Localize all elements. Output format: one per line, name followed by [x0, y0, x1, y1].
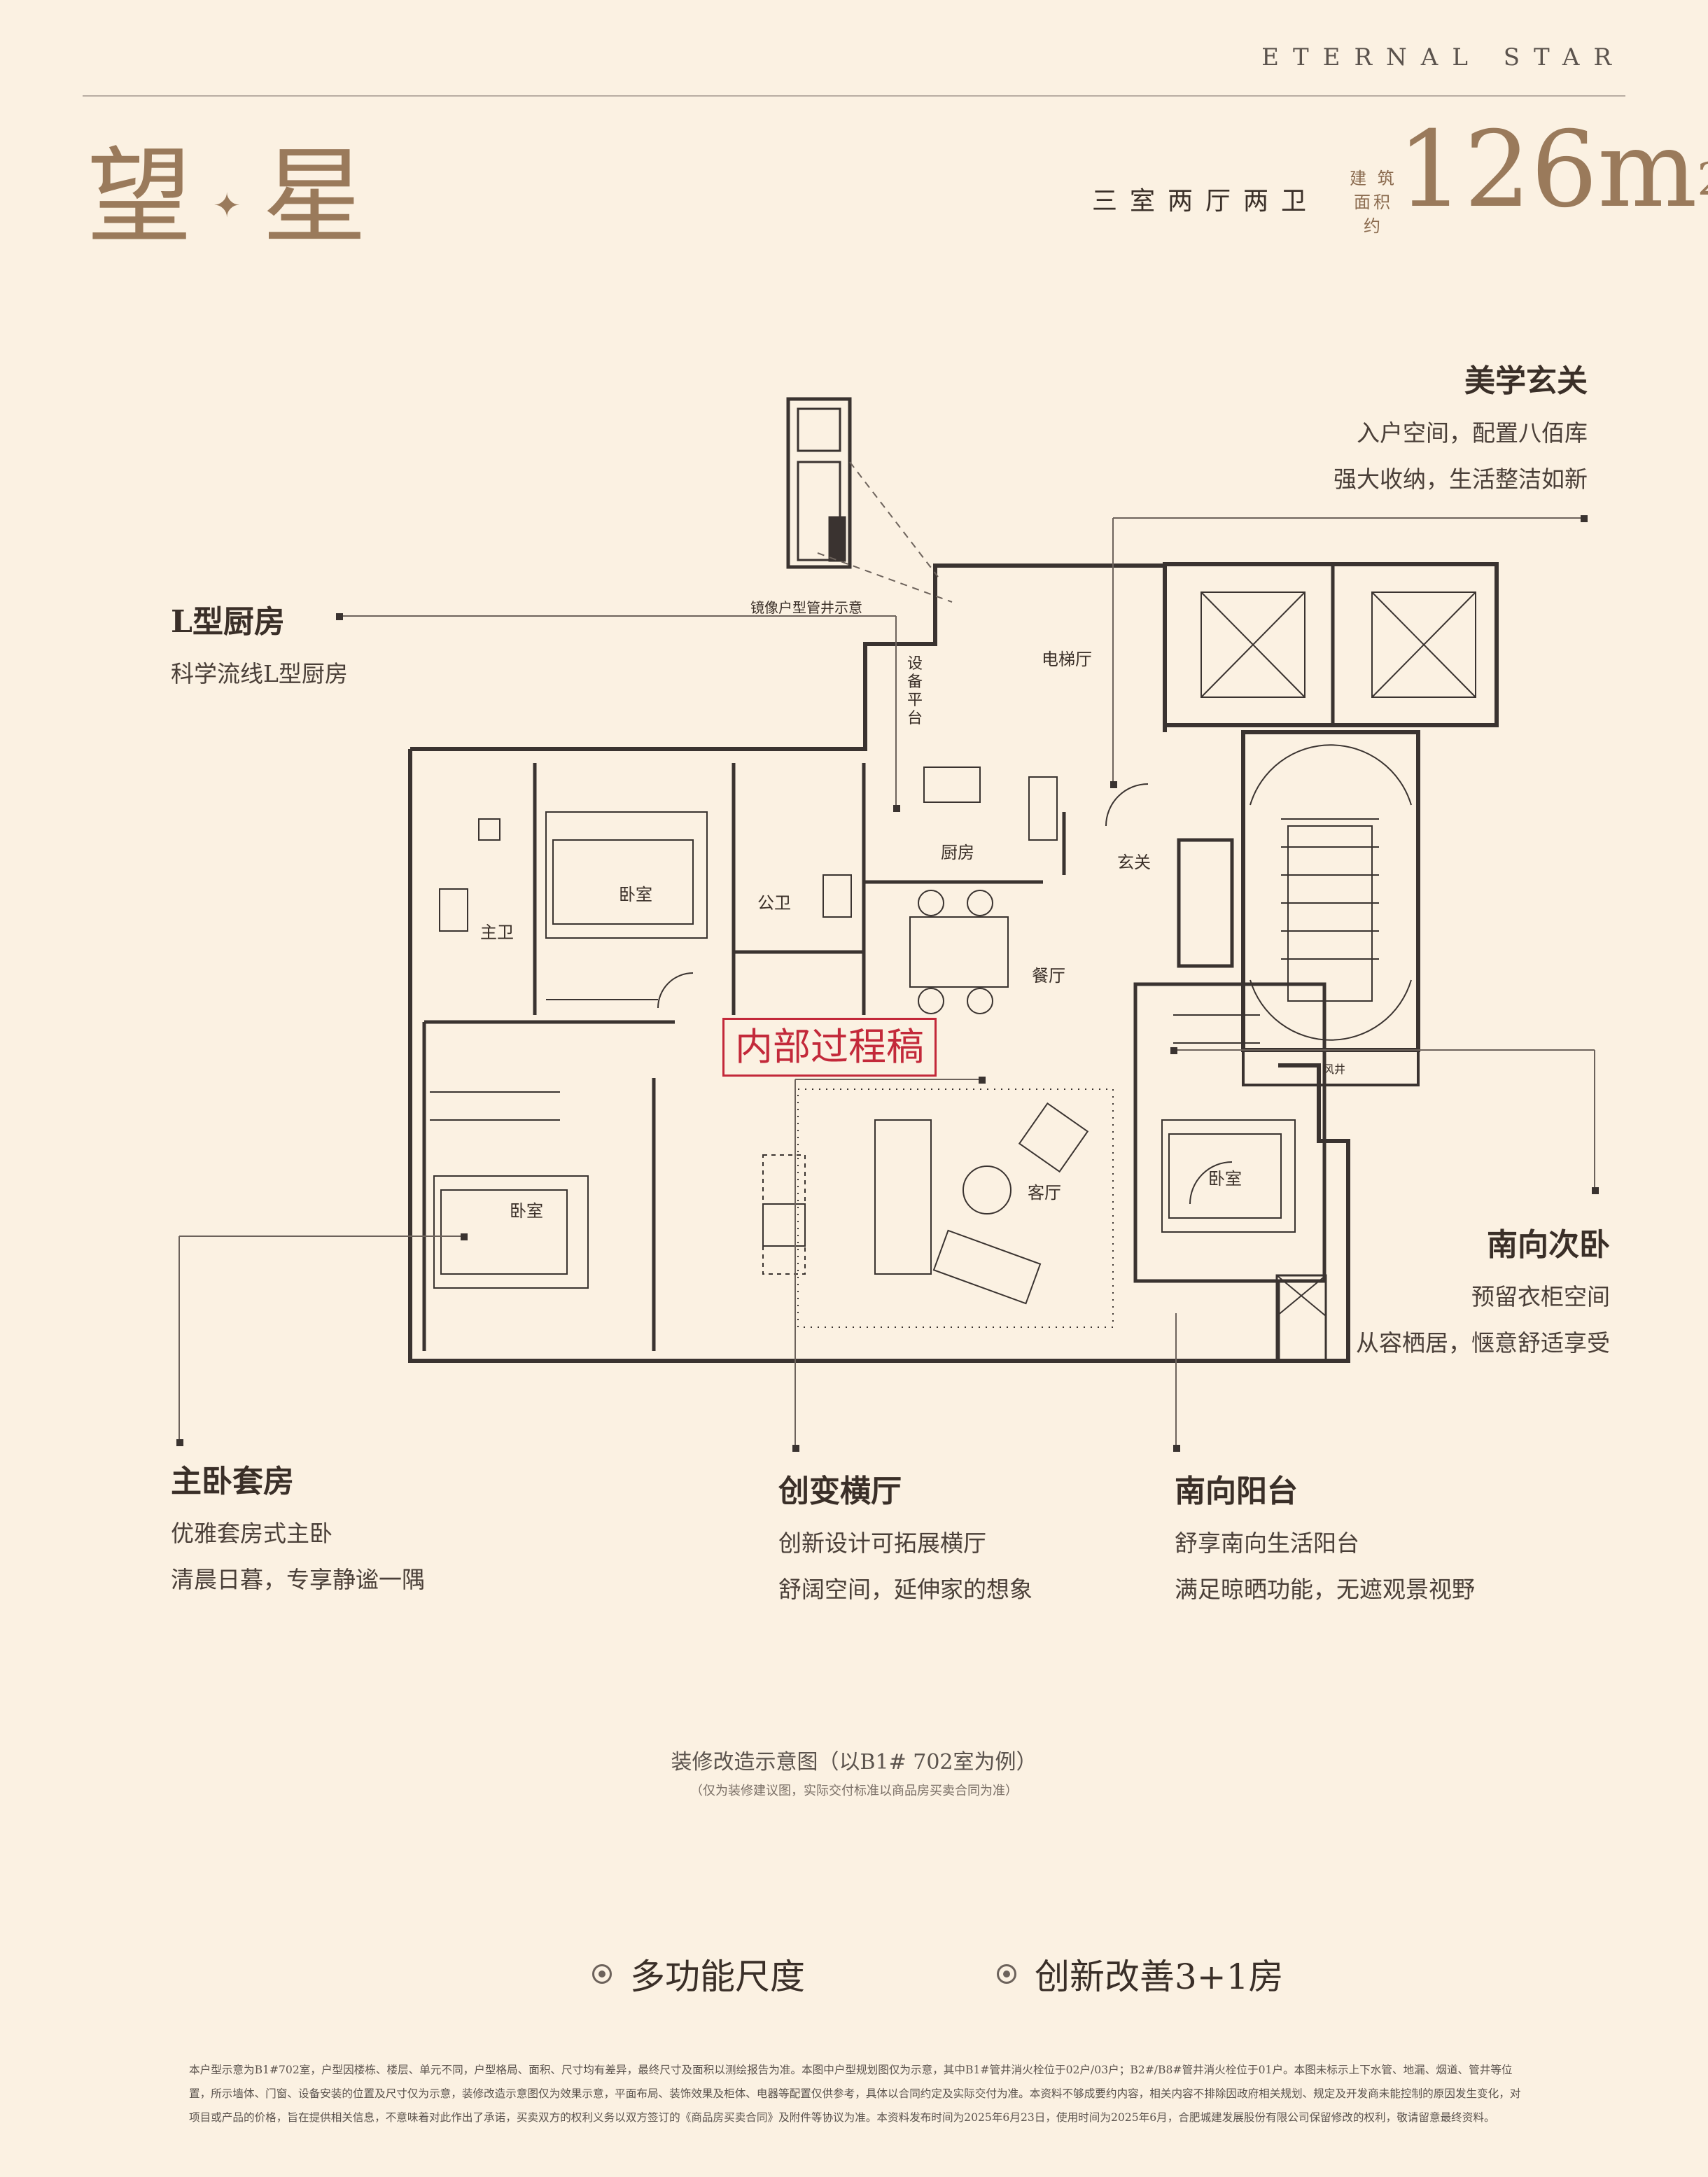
brand-name: ETERNAL STAR	[1261, 43, 1625, 71]
highlight-2: 创新改善3+1房	[997, 1949, 1284, 1999]
area-unit-superscript: 2	[1698, 154, 1708, 206]
living-line2: 舒阔空间，延伸家的想象	[778, 1576, 1032, 1603]
circle-bullet-icon	[592, 1964, 612, 1984]
leader-lines	[178, 461, 1595, 1448]
sparkle-icon: ✦	[213, 186, 250, 226]
master-bedroom-label: 卧室	[510, 1201, 543, 1221]
stairwell	[1241, 730, 1420, 1052]
title-left-char: 望	[87, 136, 201, 258]
dining-label: 餐厅	[1032, 966, 1065, 986]
master-title: 主卧套房	[171, 1464, 294, 1499]
entrance-title: 美学玄关	[1464, 363, 1588, 399]
master-feature: 主卧套房 优雅套房式主卧 清晨日暮，专享静谧一隅	[171, 1456, 425, 1603]
kitchen-feature: L型厨房 科学流线L型厨房	[171, 596, 348, 697]
balcony	[1275, 1274, 1327, 1362]
balcony-feature: 南向阳台 舒享南向生活阳台 满足晾晒功能，无遮观景视野	[1175, 1466, 1475, 1613]
area-label-line2: 面积约	[1354, 192, 1393, 236]
circle-bullet-icon	[997, 1964, 1016, 1984]
highlight-1: 多功能尺度	[592, 1949, 805, 1999]
master-line1: 优雅套房式主卧	[171, 1520, 332, 1547]
balcony-line1: 舒享南向生活阳台	[1175, 1530, 1359, 1557]
interior-walls	[422, 763, 1326, 1361]
living-title: 创变横厅	[778, 1474, 902, 1509]
entrance-feature: 美学玄关 入户空间，配置八佰库 强大收纳，生活整洁如新	[1334, 356, 1588, 503]
area-number: 126m	[1397, 109, 1698, 231]
second-bedroom-line1: 预留衣柜空间	[1471, 1283, 1610, 1310]
living-label: 客厅	[1028, 1183, 1061, 1203]
kitchen-label: 厨房	[941, 843, 974, 862]
south-bedroom-label: 卧室	[1208, 1169, 1242, 1189]
elevator-hall-label: 电梯厅	[1042, 650, 1092, 669]
balcony-line2: 满足晾晒功能，无遮观景视野	[1175, 1576, 1475, 1603]
air-shaft-label: 风井	[1323, 1063, 1346, 1076]
balcony-title: 南向阳台	[1175, 1474, 1298, 1509]
master-line2: 清晨日暮，专享静谧一隅	[171, 1566, 425, 1593]
draft-watermark: 内部过程稿	[722, 1018, 937, 1077]
public-bath-label: 公卫	[757, 893, 791, 913]
highlight-1-text: 多功能尺度	[630, 1956, 805, 1997]
living-feature: 创变横厅 创新设计可拓展横厅 舒阔空间，延伸家的想象	[778, 1466, 1032, 1613]
second-bedroom-line2: 从容栖居，惬意舒适享受	[1356, 1329, 1610, 1357]
pipe-shaft-label: 镜像户型管井示意	[750, 599, 862, 616]
plan-subcaption: （仅为装修建议图，实际交付标准以商品房买卖合同为准）	[690, 1784, 1018, 1798]
plan-caption: 装修改造示意图（以B1# 702室为例）	[671, 1750, 1037, 1774]
entrance-line1: 入户空间，配置八佰库	[1357, 419, 1588, 447]
second-bedroom-feature: 南向次卧 预留衣柜空间 从容栖居，惬意舒适享受	[1356, 1219, 1610, 1366]
furniture	[430, 766, 1296, 1328]
area-label: 建 筑 面积约	[1345, 167, 1401, 238]
project-title: 望 ✦ 星	[87, 112, 375, 264]
bedroom-north-label: 卧室	[619, 885, 652, 904]
elevator-core	[1163, 562, 1499, 727]
area-value: 126m2	[1397, 118, 1708, 223]
living-line1: 创新设计可拓展横厅	[778, 1530, 986, 1557]
area-label-line1: 建 筑	[1350, 169, 1397, 188]
foyer-label: 玄关	[1117, 853, 1151, 872]
highlight-2-text: 创新改善3+1房	[1035, 1956, 1284, 1997]
title-right-char: 星	[262, 136, 376, 258]
header-divider	[83, 95, 1625, 97]
pipe-shaft-drawing	[786, 397, 852, 569]
second-bedroom-title: 南向次卧	[1487, 1227, 1610, 1263]
kitchen-title: L型厨房	[171, 604, 285, 640]
equipment-platform-label: 设备平台	[907, 655, 923, 727]
kitchen-line1: 科学流线L型厨房	[171, 660, 348, 687]
entrance-line2: 强大收纳，生活整洁如新	[1334, 465, 1588, 493]
master-bath-label: 主卫	[480, 923, 514, 942]
disclaimer: 本户型示意为B1#702室，户型因楼栋、楼层、单元不同，户型格局、面积、尺寸均有…	[189, 2064, 1521, 2124]
layout-name: 三室两厅两卫	[1092, 187, 1320, 216]
